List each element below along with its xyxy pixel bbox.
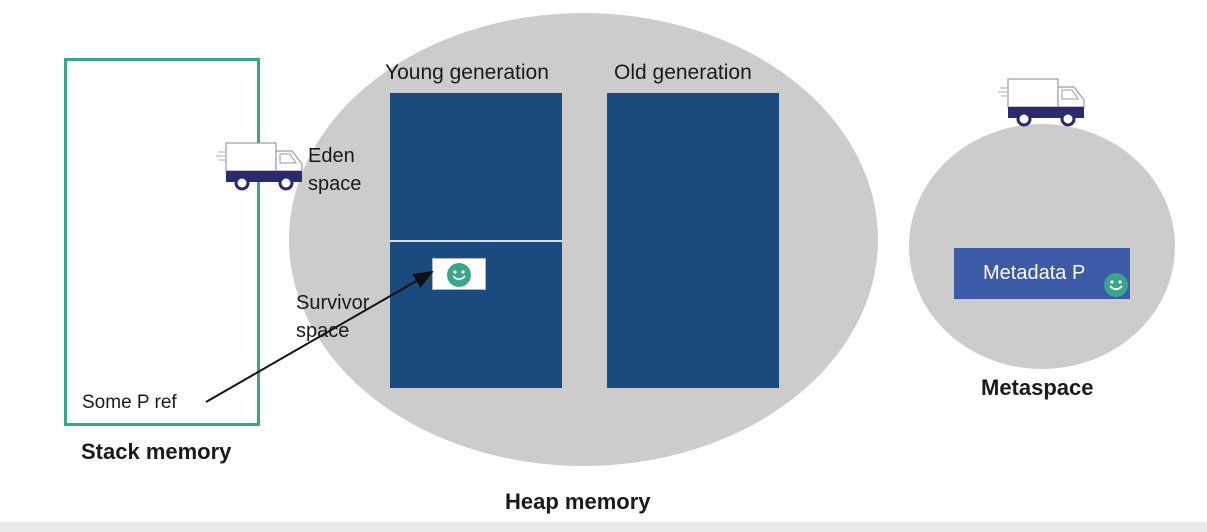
metaspace-ellipse [909, 124, 1175, 369]
smiley-icon [1104, 273, 1128, 297]
heap-memory-label: Heap memory [505, 489, 651, 514]
truck-icon [216, 142, 303, 191]
smiley-icon [447, 263, 471, 287]
survivor-label-line2: space [296, 320, 350, 342]
bottom-strip [0, 522, 1207, 532]
young-generation-title: Young generation [385, 61, 549, 84]
eden-space-label: Eden space [308, 142, 361, 198]
old-generation-title: Old generation [614, 61, 752, 84]
old-generation-box [607, 93, 779, 388]
eden-label-line1: Eden [308, 145, 355, 167]
eden-survivor-divider [390, 240, 562, 242]
truck-icon [998, 78, 1085, 127]
heap-memory-ellipse [289, 13, 878, 466]
metadata-box [954, 248, 1130, 299]
survivor-label-line1: Survivor [296, 292, 370, 314]
metaspace-label: Metaspace [981, 375, 1094, 400]
eden-label-line2: space [308, 173, 362, 195]
metadata-box-label: Metadata P [983, 262, 1086, 284]
stack-ref-label: Some P ref [82, 392, 177, 413]
stack-memory-box [64, 58, 260, 426]
survivor-space-label: Survivor space [296, 289, 369, 345]
stack-memory-label: Stack memory [81, 439, 232, 464]
